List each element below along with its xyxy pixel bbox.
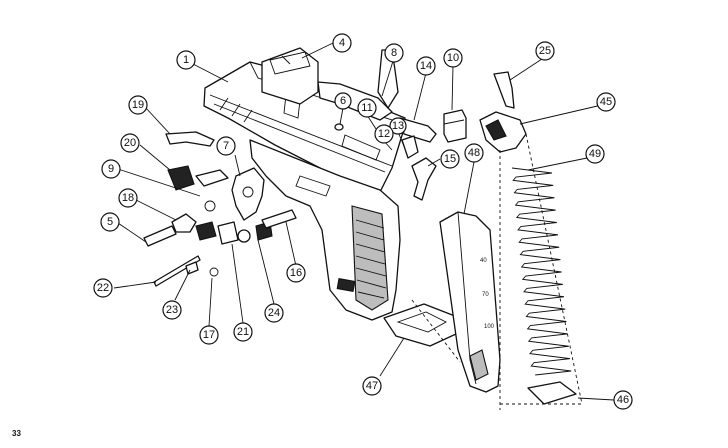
callout-48-label: 48 (468, 147, 480, 159)
magazine-catch-20-part (167, 165, 195, 191)
callout-47: 47 (362, 376, 382, 396)
magazine-mark-100: 100 (484, 324, 495, 330)
callout-14: 14 (416, 56, 436, 76)
spring-9-part (195, 169, 229, 187)
callout-45-label: 45 (600, 96, 612, 108)
callout-12: 12 (374, 124, 394, 144)
callout-49-label: 49 (589, 148, 601, 160)
callout-13-label: 13 (392, 120, 404, 132)
callout-8: 8 (384, 43, 404, 63)
callout-4-label: 4 (339, 37, 345, 49)
pin-5-part (143, 225, 177, 247)
callout-49: 49 (585, 144, 605, 164)
callout-16: 16 (286, 263, 306, 283)
callout-22: 22 (93, 278, 113, 298)
callout-11: 11 (357, 98, 377, 118)
spring-coil-part (204, 200, 216, 212)
part-21 (217, 221, 239, 245)
callout-45: 45 (596, 92, 616, 112)
magazine-48-part: 40 70 100 (439, 211, 501, 393)
callout-13: 13 (389, 117, 407, 135)
hammer-7-part (231, 167, 265, 221)
callout-20-label: 20 (124, 137, 136, 149)
pin-22-part (153, 255, 201, 287)
callout-1: 1 (176, 50, 196, 70)
leader-lines (113, 42, 615, 401)
callout-4: 4 (332, 33, 352, 53)
block-10-part (443, 109, 467, 143)
callout-5: 5 (100, 212, 120, 232)
callout-48: 48 (464, 143, 484, 163)
callout-20: 20 (120, 133, 140, 153)
magazine-spring-49-part (511, 167, 572, 376)
callout-24-label: 24 (268, 307, 280, 319)
callout-14-label: 14 (420, 60, 432, 72)
callout-6-label: 6 (340, 95, 346, 107)
callout-7-label: 7 (223, 140, 229, 152)
pin-6-part (334, 123, 344, 131)
callout-19-label: 19 (132, 99, 144, 111)
grip-frame-part (249, 139, 401, 321)
callout-19: 19 (128, 95, 148, 115)
callout-18: 18 (118, 188, 138, 208)
callout-25-label: 25 (539, 45, 551, 57)
block-18b-part (195, 221, 217, 241)
floorplate-47-part (383, 303, 461, 347)
part-13 (401, 135, 419, 159)
assembly-dashed-lines (411, 133, 583, 410)
callout-21-label: 21 (237, 326, 249, 338)
callout-1-label: 1 (183, 54, 189, 66)
callout-17: 17 (199, 325, 219, 345)
spring-17-part (209, 267, 219, 277)
slide-stop-19-part (165, 131, 215, 147)
callout-7: 7 (216, 136, 236, 156)
base-plate-46-part (527, 381, 577, 405)
callout-23: 23 (162, 300, 182, 320)
callout-10: 10 (443, 48, 463, 68)
callout-47-label: 47 (366, 380, 378, 392)
pin-16-part (261, 209, 297, 229)
callout-46: 46 (613, 390, 633, 410)
ring-21-part (237, 229, 251, 243)
callout-25: 25 (535, 41, 555, 61)
callout-11-label: 11 (361, 102, 372, 114)
spring-clip-25-part (493, 71, 515, 109)
callout-5-label: 5 (107, 216, 113, 228)
callout-15: 15 (440, 149, 460, 169)
callout-16-label: 16 (290, 267, 302, 279)
magazine-mark-40: 40 (480, 258, 487, 264)
callout-23-label: 23 (166, 304, 178, 316)
callout-9: 9 (101, 159, 121, 179)
callout-21: 21 (233, 322, 253, 342)
callouts: 1 4 8 6 14 10 25 45 49 11 13 12 15 48 19… (93, 33, 633, 410)
callout-15-label: 15 (444, 153, 456, 165)
magazine-mark-70: 70 (482, 292, 489, 298)
rear-sight-part (261, 47, 319, 105)
callout-8-label: 8 (391, 47, 397, 59)
callout-17-label: 17 (203, 329, 215, 341)
sear-18-part (171, 213, 197, 233)
callout-10-label: 10 (447, 52, 459, 64)
callout-46-label: 46 (617, 394, 629, 406)
page-number: 33 (12, 429, 21, 438)
callout-9-label: 9 (108, 163, 114, 175)
callout-22-label: 22 (97, 282, 109, 294)
callout-24: 24 (264, 303, 284, 323)
trigger-15-part (411, 157, 437, 201)
callout-18-label: 18 (122, 192, 134, 204)
callout-12-label: 12 (378, 128, 390, 140)
callout-6: 6 (334, 92, 352, 110)
